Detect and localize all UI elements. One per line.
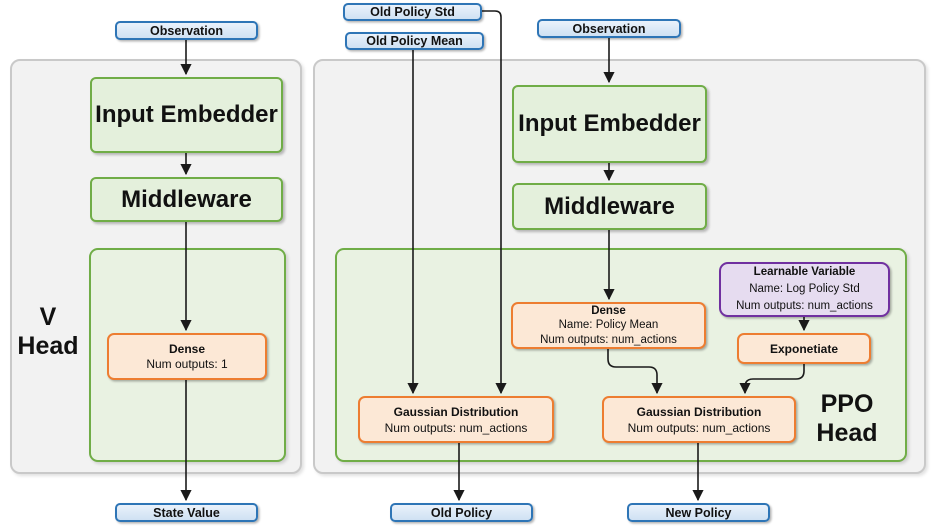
gaussian-new-title: Gaussian Distribution (636, 404, 762, 419)
gaussian-distribution-new-node: Gaussian Distribution Num outputs: num_a… (602, 396, 796, 443)
v-input-embedder-label: Input Embedder (95, 101, 278, 128)
ppo-dense-title: Dense (591, 304, 626, 317)
exponetiate-node: Exponetiate (737, 333, 871, 364)
ppo-head-label-line1: PPO (820, 390, 874, 418)
v-input-embedder-node: Input Embedder (90, 77, 283, 153)
learnable-variable-line2: Num outputs: num_actions (736, 300, 873, 312)
old-policy-mean-label: Old Policy Mean (366, 34, 463, 48)
state-value-label: State Value (153, 505, 220, 520)
learnable-variable-node: Learnable Variable Name: Log Policy Std … (719, 262, 890, 317)
v-dense-title: Dense (168, 341, 206, 356)
old-policy-label: Old Policy (430, 505, 493, 520)
old-policy-node: Old Policy (390, 503, 533, 522)
v-head-label-line1: V (39, 303, 57, 331)
new-policy-node: New Policy (627, 503, 770, 522)
old-policy-std-node: Old Policy Std (343, 3, 482, 21)
learnable-variable-title: Learnable Variable (753, 266, 856, 278)
ppo-dense-line2: Num outputs: num_actions (540, 333, 677, 346)
gaussian-old-title: Gaussian Distribution (393, 404, 519, 419)
exponetiate-label: Exponetiate (769, 341, 838, 356)
gaussian-new-line1: Num outputs: num_actions (627, 420, 771, 435)
observation-right-node: Observation (537, 19, 681, 38)
v-dense-line1: Num outputs: 1 (146, 356, 228, 371)
ppo-middleware-label: Middleware (544, 192, 675, 220)
state-value-node: State Value (115, 503, 258, 522)
old-policy-mean-node: Old Policy Mean (345, 32, 484, 50)
observation-right-label: Observation (572, 21, 646, 36)
ppo-input-embedder-node: Input Embedder (512, 85, 707, 163)
new-policy-label: New Policy (665, 505, 732, 520)
observation-left-node: Observation (115, 21, 258, 40)
ppo-middleware-node: Middleware (512, 183, 707, 230)
old-policy-std-label: Old Policy Std (370, 5, 455, 19)
v-middleware-label: Middleware (121, 185, 252, 213)
v-dense-node: Dense Num outputs: 1 (107, 333, 267, 380)
learnable-variable-line1: Name: Log Policy Std (749, 283, 860, 295)
ppo-dense-node: Dense Name: Policy Mean Num outputs: num… (511, 302, 706, 349)
v-head-label: V Head (12, 303, 84, 361)
v-head-label-line2: Head (17, 332, 79, 360)
observation-left-label: Observation (150, 23, 223, 38)
gaussian-old-line1: Num outputs: num_actions (384, 420, 528, 435)
gaussian-distribution-old-node: Gaussian Distribution Num outputs: num_a… (358, 396, 554, 443)
ppo-input-embedder-label: Input Embedder (518, 110, 701, 137)
ppo-dense-line1: Name: Policy Mean (558, 319, 659, 332)
ppo-head-label-line2: Head (816, 419, 878, 447)
ppo-head-label: PPO Head (806, 390, 888, 448)
v-middleware-node: Middleware (90, 177, 283, 222)
